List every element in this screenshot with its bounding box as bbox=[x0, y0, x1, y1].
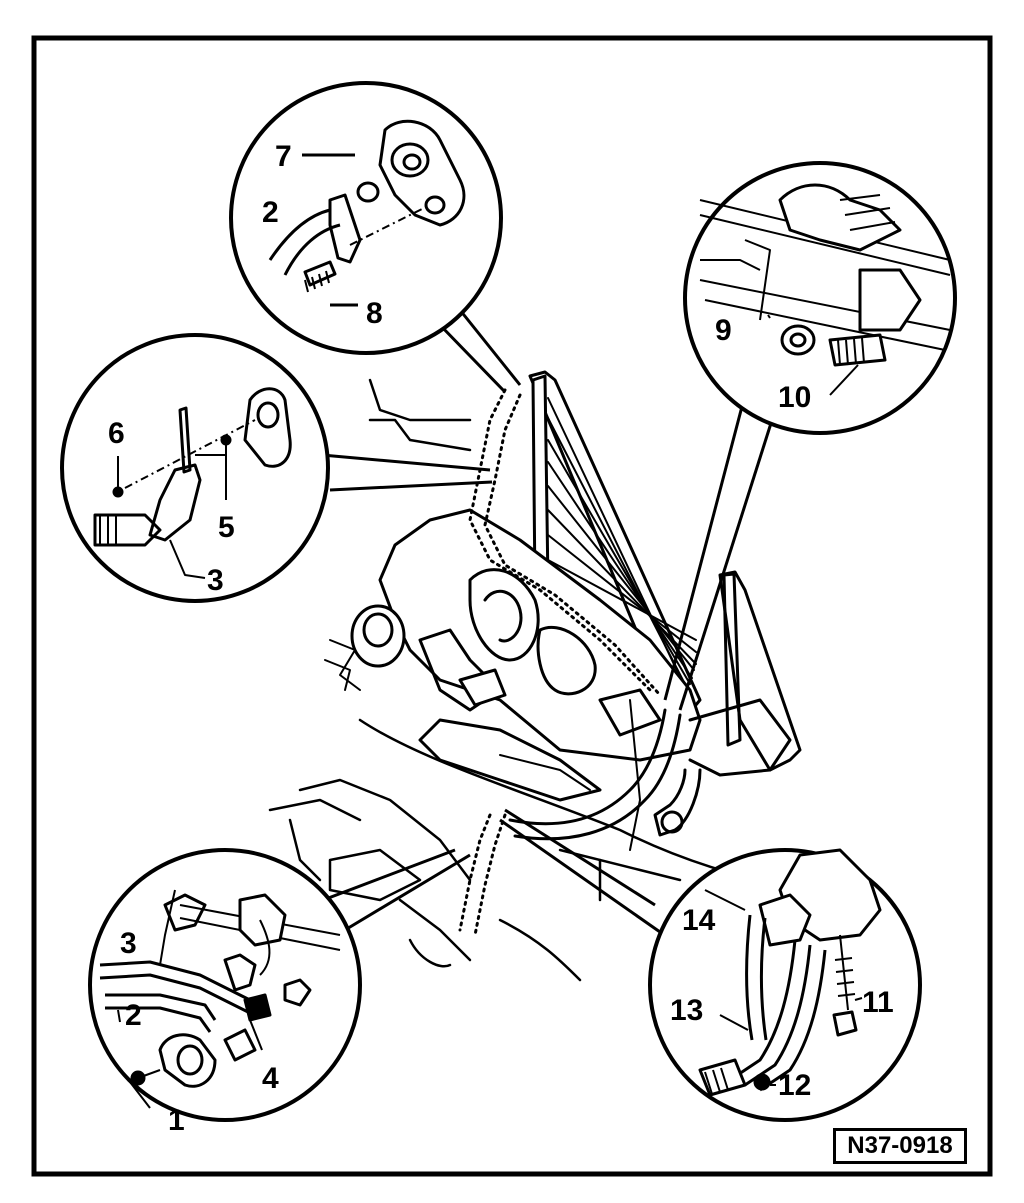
callout-label: 7 bbox=[275, 140, 292, 173]
blower-unit bbox=[324, 604, 406, 691]
heater-housing bbox=[378, 508, 792, 837]
detail-circle-lower-right: 14 13 11 12 bbox=[648, 848, 922, 1122]
callout-label: 10 bbox=[778, 381, 811, 414]
callout-label: 8 bbox=[366, 297, 383, 330]
callout-label: 1 bbox=[168, 1104, 185, 1137]
callout-label: 9 bbox=[715, 314, 732, 347]
callout-label: 4 bbox=[262, 1062, 279, 1095]
callout-label: 6 bbox=[108, 417, 125, 450]
leader-lines bbox=[309, 309, 774, 934]
callout-label: 12 bbox=[778, 1069, 811, 1102]
outer-frame bbox=[31, 35, 993, 1177]
callout-label: 11 bbox=[862, 986, 894, 1019]
refrigerant-lines-dotted bbox=[458, 388, 662, 937]
hose-lines bbox=[508, 699, 682, 851]
callout-label: 5 bbox=[218, 511, 235, 544]
detail-circle-upper-right: 9 10 bbox=[683, 161, 957, 435]
detail-circle-top: 7 2 8 bbox=[229, 81, 503, 355]
figure-reference-code: N37-0918 bbox=[833, 1128, 967, 1164]
callout-label: 3 bbox=[207, 564, 224, 597]
callout-label: 2 bbox=[262, 196, 279, 229]
main-assembly bbox=[268, 370, 802, 982]
callout-label: 3 bbox=[120, 927, 137, 960]
callout-label: 13 bbox=[670, 994, 703, 1027]
callout-label: 14 bbox=[682, 904, 716, 937]
detail-circle-lower-left: 3 2 1 4 bbox=[88, 848, 362, 1137]
detail-circle-left: 6 5 3 bbox=[60, 333, 330, 603]
callout-label: 2 bbox=[125, 999, 142, 1032]
